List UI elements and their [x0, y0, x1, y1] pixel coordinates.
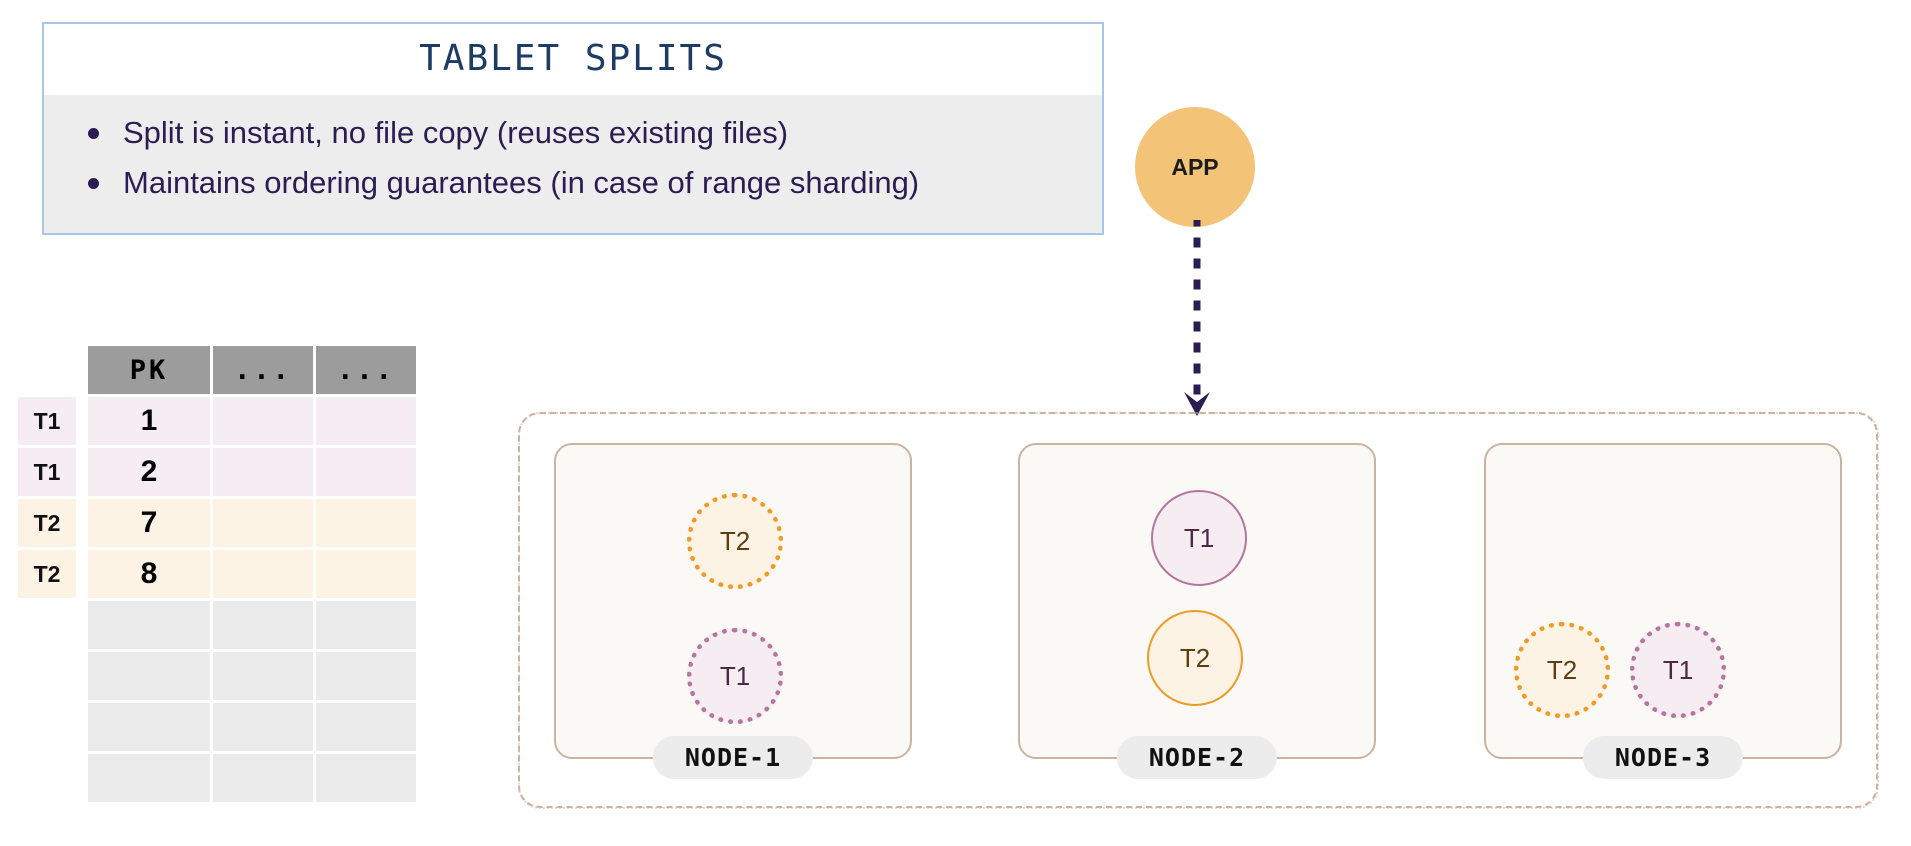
- cell-pk: [88, 754, 210, 802]
- cell-col3: [316, 448, 416, 496]
- cell-col2: [213, 448, 313, 496]
- table-row-empty: [18, 703, 416, 751]
- node-2: T1 T2 NODE-2: [1018, 443, 1376, 779]
- cell-pk: [88, 652, 210, 700]
- cell-pk: 2: [88, 448, 210, 496]
- table-row: T1 2: [18, 448, 416, 496]
- cell-col2: [213, 499, 313, 547]
- cell-col2: [213, 652, 313, 700]
- tablet-t1: T1: [1151, 490, 1247, 586]
- app-to-cluster-arrow-icon: [1184, 220, 1210, 416]
- tablet-label: T2: [1546, 654, 1578, 685]
- bullet-dot-icon: [88, 128, 99, 139]
- cell-col3: [316, 601, 416, 649]
- table-row-empty: [18, 601, 416, 649]
- pk-table: PK ... ... T1 1 T1 2 T2 7 T2 8: [18, 346, 416, 805]
- row-tag-spacer: [18, 652, 76, 700]
- bullet-text: Maintains ordering guarantees (in case o…: [123, 165, 920, 201]
- cell-pk: 8: [88, 550, 210, 598]
- node-3: T2 T1 NODE-3: [1484, 443, 1842, 779]
- cell-col3: [316, 703, 416, 751]
- tablet-t1: T1: [687, 628, 783, 724]
- tablet-label: T1: [719, 660, 751, 691]
- row-tablet-tag: T2: [18, 550, 76, 598]
- tablet-label: T2: [719, 525, 751, 556]
- row-tablet-tag: T1: [18, 448, 76, 496]
- node-label: NODE-3: [1582, 736, 1744, 779]
- cell-col3: [316, 499, 416, 547]
- tablet-label: T1: [1183, 522, 1215, 553]
- tablet-label: T2: [1179, 642, 1211, 673]
- column-header-2: ...: [213, 346, 313, 394]
- table-header-row: PK ... ...: [18, 346, 416, 394]
- table-row: T1 1: [18, 397, 416, 445]
- cell-pk: [88, 703, 210, 751]
- card-title: TABLET SPLITS: [44, 24, 1102, 95]
- cell-pk: 1: [88, 397, 210, 445]
- app-node: APP: [1135, 107, 1255, 227]
- tablet-t2: T2: [1514, 622, 1610, 718]
- app-label: APP: [1171, 153, 1219, 180]
- column-header-pk: PK: [88, 346, 210, 394]
- cell-col2: [213, 703, 313, 751]
- row-tag-spacer: [18, 346, 76, 394]
- node-label: NODE-2: [1116, 736, 1278, 779]
- tablet-t1: T1: [1630, 622, 1726, 718]
- tablet-t2: T2: [687, 493, 783, 589]
- bullet-item: Split is instant, no file copy (reuses e…: [44, 111, 1102, 155]
- cell-col2: [213, 550, 313, 598]
- row-tag-spacer: [18, 703, 76, 751]
- column-header-3: ...: [316, 346, 416, 394]
- bullet-dot-icon: [88, 178, 99, 190]
- cluster-boundary: [517, 411, 1879, 809]
- row-tag-spacer: [18, 754, 76, 802]
- bullet-text: Split is instant, no file copy (reuses e…: [123, 115, 789, 150]
- table-row: T2 7: [18, 499, 416, 547]
- cell-col3: [316, 397, 416, 445]
- cell-col2: [213, 397, 313, 445]
- row-tablet-tag: T2: [18, 499, 76, 547]
- cell-pk: 7: [88, 499, 210, 547]
- cell-col3: [316, 754, 416, 802]
- tablet-splits-card: TABLET SPLITS Split is instant, no file …: [42, 22, 1104, 236]
- cell-col2: [213, 754, 313, 802]
- card-bullet-list: Split is instant, no file copy (reuses e…: [44, 95, 1102, 234]
- table-row-empty: [18, 754, 416, 802]
- table-row-empty: [18, 652, 416, 700]
- row-tag-spacer: [18, 601, 76, 649]
- cell-col3: [316, 652, 416, 700]
- cell-pk: [88, 601, 210, 649]
- cell-col3: [316, 550, 416, 598]
- table-row: T2 8: [18, 550, 416, 598]
- node-label: NODE-1: [652, 736, 814, 779]
- tablet-t2: T2: [1147, 610, 1243, 706]
- cell-col2: [213, 601, 313, 649]
- tablet-label: T1: [1662, 654, 1694, 685]
- bullet-item: Maintains ordering guarantees (in case o…: [44, 161, 1102, 205]
- node-1: T2 T1 NODE-1: [554, 443, 912, 779]
- row-tablet-tag: T1: [18, 397, 76, 445]
